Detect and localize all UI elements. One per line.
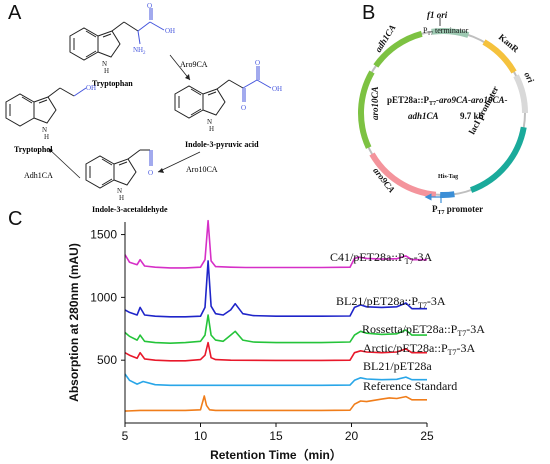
- iaald-h: H: [119, 194, 124, 202]
- tryptophol-oh: OH: [86, 84, 96, 92]
- series-line-1: [124, 219, 427, 269]
- tryptophol-nh: N: [42, 126, 47, 134]
- x-tick-label: 25: [420, 429, 434, 443]
- series-label-3: Rossetta/pET28a::PT7-3A: [362, 322, 485, 338]
- series-line-6: [124, 395, 427, 412]
- tryptophan-nh2: NH: [133, 46, 143, 54]
- ipa-o2: O: [255, 59, 260, 67]
- y-tick-label: 1500: [90, 228, 117, 242]
- ipa-o1: O: [241, 104, 246, 112]
- series-line-2: [124, 260, 427, 318]
- arc-adh1: [373, 30, 423, 68]
- x-tick-label: 15: [269, 429, 283, 443]
- arrow-ipa-to-iaald: [157, 151, 201, 173]
- ipa-oh: OH: [272, 85, 282, 93]
- arc-aro10: [358, 70, 375, 149]
- series-label-5: BL21/pET28a: [363, 359, 432, 373]
- enzyme-aro10: Aro10CA: [186, 165, 218, 174]
- enzyme-aro9: Aro9CA: [180, 60, 208, 69]
- arrow-trp-to-ipa: [169, 54, 191, 81]
- iaald-o: O: [148, 169, 153, 177]
- tryptophan-nh: N: [102, 60, 107, 68]
- x-tick-label: 5: [122, 429, 129, 443]
- pathway-diagram: N H O OH NH 2 Tryptophan Aro9CA N H O O …: [5, 2, 282, 214]
- series-label-4: Arctic/pET28a::PT7-3A: [363, 341, 476, 357]
- x-tick-label: 20: [345, 429, 359, 443]
- arrow-iaald-to-tryptophol: [47, 147, 81, 179]
- panel-c-letter: C: [8, 208, 23, 230]
- series-label-1: C41/pET28a::PT7-3A: [330, 250, 433, 266]
- tryptophan-nh2-sub: 2: [143, 51, 146, 56]
- series-line-5: [124, 373, 427, 387]
- y-axis-title: Absorption at 280nm (mAU): [67, 243, 81, 402]
- ipa-structure: [174, 66, 272, 119]
- panel-a-letter: A: [8, 2, 22, 24]
- arc-histag: [440, 191, 455, 198]
- plasmid-size: 9.7 kb: [460, 111, 484, 121]
- series-label-6: Reference Standard: [363, 379, 457, 393]
- series-label-2: BL21/pET28a::PT7-3A: [336, 294, 446, 310]
- label-t7term: PT7 terminator: [423, 26, 469, 37]
- plasmid-title-line2: adh1CA: [408, 111, 439, 121]
- series-line-4: [124, 341, 427, 362]
- arrow-trp-to-ipa-head: [185, 74, 190, 80]
- x-axis-title: Retention Time（min）: [210, 447, 342, 462]
- y-tick-label: 500: [97, 353, 117, 367]
- label-aro10: aro10CA: [370, 86, 380, 120]
- iaald-label: Indole-3-acetaldehyde: [92, 205, 168, 214]
- plasmid-title: pET28a::PT7-aro9CA-aro10CA-: [387, 95, 508, 107]
- label-ori: ori: [522, 70, 536, 84]
- series-line-3: [124, 314, 427, 344]
- label-f1ori: f1 ori: [427, 10, 448, 20]
- panel-b-letter: B: [362, 2, 376, 24]
- label-histag: His-Tag: [438, 174, 458, 180]
- t7prom-arrow: [424, 193, 442, 203]
- tryptophan-h: H: [104, 67, 109, 75]
- ipa-label: Indole-3-pyruvic acid: [185, 140, 259, 149]
- arrow-ipa-to-iaald-head: [158, 168, 164, 173]
- plasmid-map: pET28a::PT7-aro9CA-aro10CA- adh1CA 9.7 k…: [358, 10, 536, 215]
- arc-kanr: [482, 39, 517, 74]
- x-tick-label: 10: [194, 429, 208, 443]
- tryptophan-o: O: [147, 2, 152, 10]
- tryptophan-label: Tryptophan: [92, 79, 133, 88]
- arrow-iaald-to-tryptophol-head: [48, 148, 53, 153]
- tryptophol-h: H: [44, 133, 49, 141]
- tryptophan-structure: [69, 8, 165, 61]
- tryptophol-structure: [5, 87, 87, 127]
- ipa-nh: N: [207, 118, 212, 126]
- arc-laci: [469, 126, 527, 193]
- label-t7prom: PT7 promoter: [432, 204, 483, 215]
- tryptophol-label: Tryptophol: [14, 145, 53, 154]
- arc-f1ori: [431, 28, 470, 38]
- iaald-nh: N: [117, 187, 122, 195]
- ipa-h: H: [209, 125, 214, 133]
- arc-ori: [513, 74, 528, 114]
- y-tick-label: 1000: [90, 290, 117, 304]
- tryptophan-oh: OH: [165, 27, 175, 35]
- enzyme-adh1: Adh1CA: [24, 171, 53, 180]
- iaald-structure: [85, 149, 153, 189]
